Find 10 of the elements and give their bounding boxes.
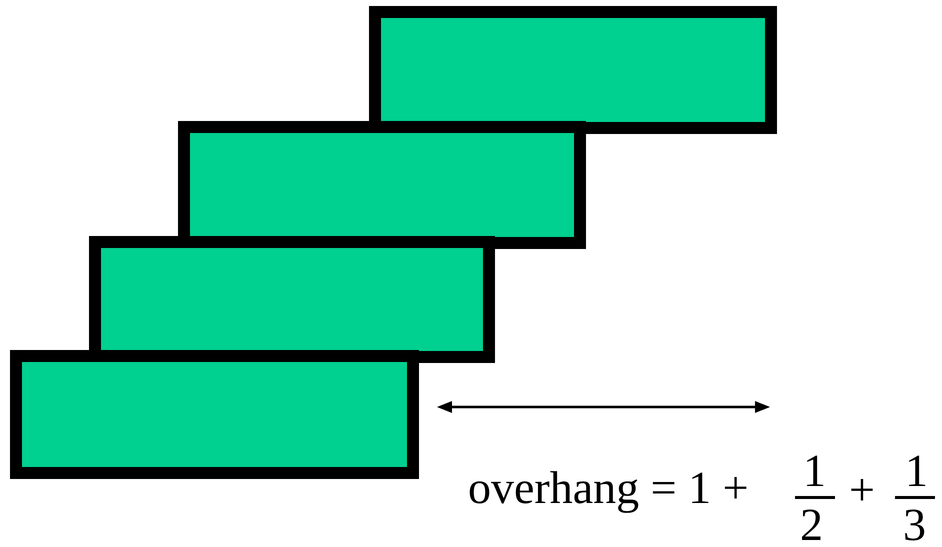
formula-text: overhang = 1 +	[468, 465, 749, 511]
block	[10, 350, 419, 479]
block	[89, 236, 495, 363]
fraction-numerator: 1	[905, 448, 928, 494]
block	[178, 121, 586, 249]
fraction-denominator: 2	[800, 502, 823, 547]
block	[369, 6, 777, 134]
plus-sign: +	[849, 467, 875, 513]
fraction-numerator: 1	[803, 448, 826, 494]
fraction-denominator: 3	[903, 502, 926, 547]
